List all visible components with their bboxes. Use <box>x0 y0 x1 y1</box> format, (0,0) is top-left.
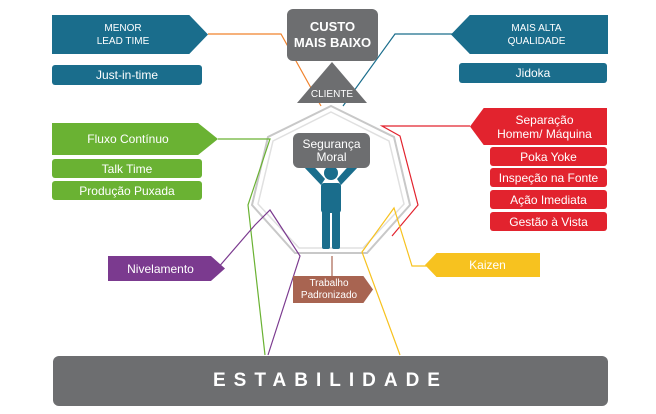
menor-lead-time-box: MENOR LEAD TIME <box>52 15 208 54</box>
line-blue-right <box>342 33 459 107</box>
line-purple <box>216 209 301 356</box>
mais-alta-qualidade-box: MAIS ALTA QUALIDADE <box>451 15 608 54</box>
just-in-time-box: Just-in-time <box>52 65 202 85</box>
heptagon-inner <box>257 111 405 249</box>
line-orange <box>208 33 322 107</box>
seguranca-moral-box: Segurança Moral <box>293 133 370 168</box>
custo-mais-baixo-box: CUSTO MAIS BAIXO <box>287 9 378 61</box>
gestao-a-vista-box: Gestão à Vista <box>490 212 607 231</box>
trabalho-padronizado-box: Trabalho Padronizado <box>293 276 373 303</box>
cliente-triangle <box>297 62 367 103</box>
producao-puxada-box: Produção Puxada <box>52 181 202 200</box>
fluxo-continuo-box: Fluxo Contínuo <box>52 123 218 155</box>
poka-yoke-box: Poka Yoke <box>490 147 607 166</box>
nivelamento-box: Nivelamento <box>108 256 225 281</box>
acao-imediata-box: Ação Imediata <box>490 190 607 209</box>
talk-time-box: Talk Time <box>52 159 202 178</box>
person-icon <box>303 161 359 249</box>
estabilidade-bar: ESTABILIDADE <box>53 356 608 406</box>
separacao-homem-maquina-box: Separação Homem/ Máquina <box>470 108 607 145</box>
line-yellow <box>361 206 429 356</box>
cliente-label: CLIENTE <box>310 88 354 100</box>
jidoka-box: Jidoka <box>459 63 607 83</box>
line-red <box>379 125 470 237</box>
heptagon-outer <box>250 104 412 254</box>
inspecao-na-fonte-box: Inspeção na Fonte <box>490 168 607 187</box>
kaizen-box: Kaizen <box>425 253 540 277</box>
line-green <box>218 138 271 356</box>
